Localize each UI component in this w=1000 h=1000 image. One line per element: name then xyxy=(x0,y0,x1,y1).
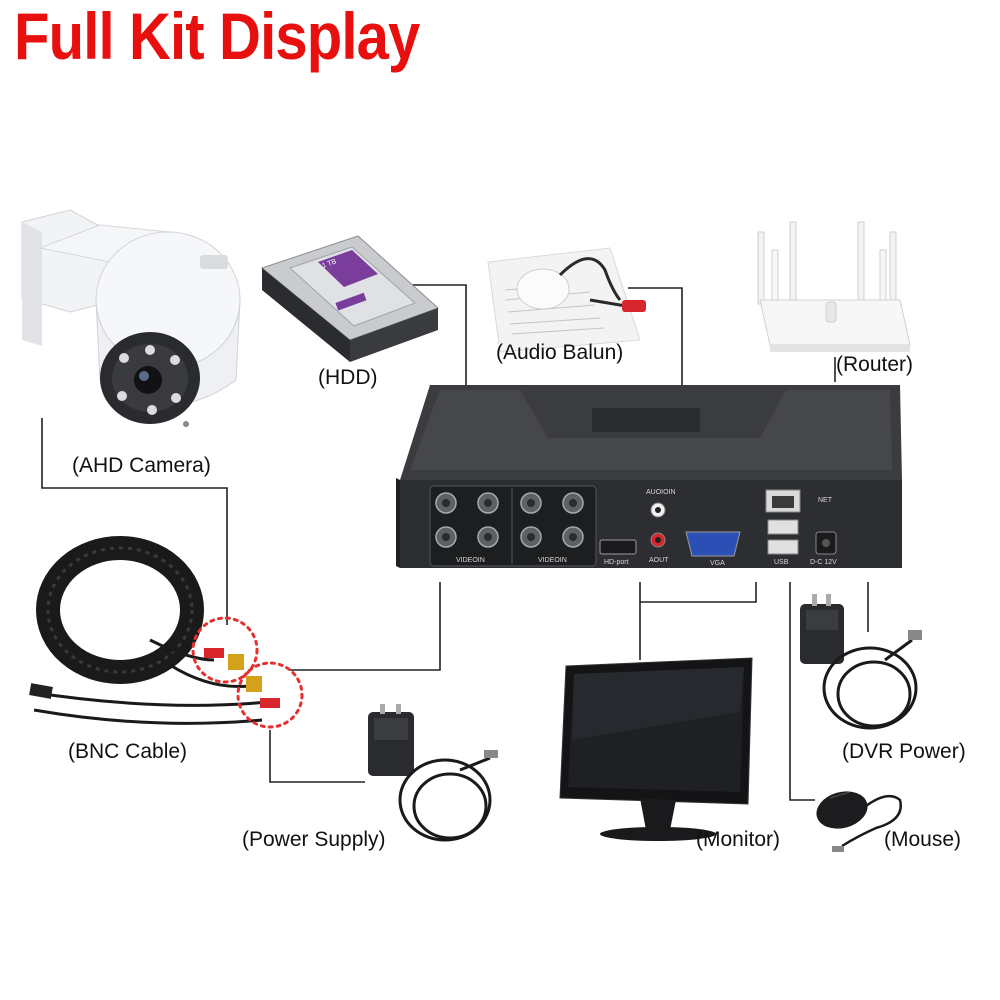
bnc-cable-image xyxy=(29,536,280,725)
mouse-image xyxy=(816,791,902,852)
audio-out-label: AOUT xyxy=(649,557,669,564)
net-label: NET xyxy=(818,497,833,504)
videoin-right-label: VIDEOIN xyxy=(538,557,567,564)
router-image xyxy=(757,221,911,352)
mouse-label: (Mouse) xyxy=(884,828,962,851)
camera-line xyxy=(41,418,228,625)
connector-lines xyxy=(41,284,869,801)
audio-balun-label: (Audio Balun) xyxy=(496,341,624,364)
power-supply-label: (Power Supply) xyxy=(242,828,386,851)
hdd-sticker: 1 TB xyxy=(321,258,337,270)
audio-in-label: AUOIOIN xyxy=(646,489,676,496)
videoin-left-label: VIDEOIN xyxy=(456,557,485,564)
power-supply-image xyxy=(368,704,498,842)
mouse-line xyxy=(789,582,815,801)
hdd-image: 1 TB xyxy=(260,235,439,362)
ahd-camera-image xyxy=(21,209,241,427)
monitor-image xyxy=(559,657,753,841)
vga-label: VGA xyxy=(710,560,725,567)
monitor-label: (Monitor) xyxy=(696,828,781,851)
dvr-power-image xyxy=(800,594,922,730)
monitor-line xyxy=(639,582,757,603)
dc-label: D-C 12V xyxy=(810,559,837,566)
hdd-label: (HDD) xyxy=(318,366,378,389)
bnc-cable-label: (BNC Cable) xyxy=(68,740,188,763)
hd-port-label: HD-port xyxy=(604,559,629,566)
power-supply-line xyxy=(269,730,365,783)
usb-label: USB xyxy=(774,559,789,566)
audio-balun-image xyxy=(487,247,646,353)
page-title: Full Kit Display xyxy=(14,0,420,73)
dvr-image: VIDEOIN VIDEOIN HD-port AUOIOIN AOUT VGA… xyxy=(396,385,902,568)
audio-balun-line xyxy=(628,287,683,385)
videoin-line xyxy=(290,582,441,671)
highlight-circles xyxy=(191,616,304,729)
router-label: (Router) xyxy=(836,353,914,376)
dvr-power-label: (DVR Power) xyxy=(842,740,966,763)
ahd-camera-label: (AHD Camera) xyxy=(72,454,211,477)
hdd-line xyxy=(410,284,467,385)
